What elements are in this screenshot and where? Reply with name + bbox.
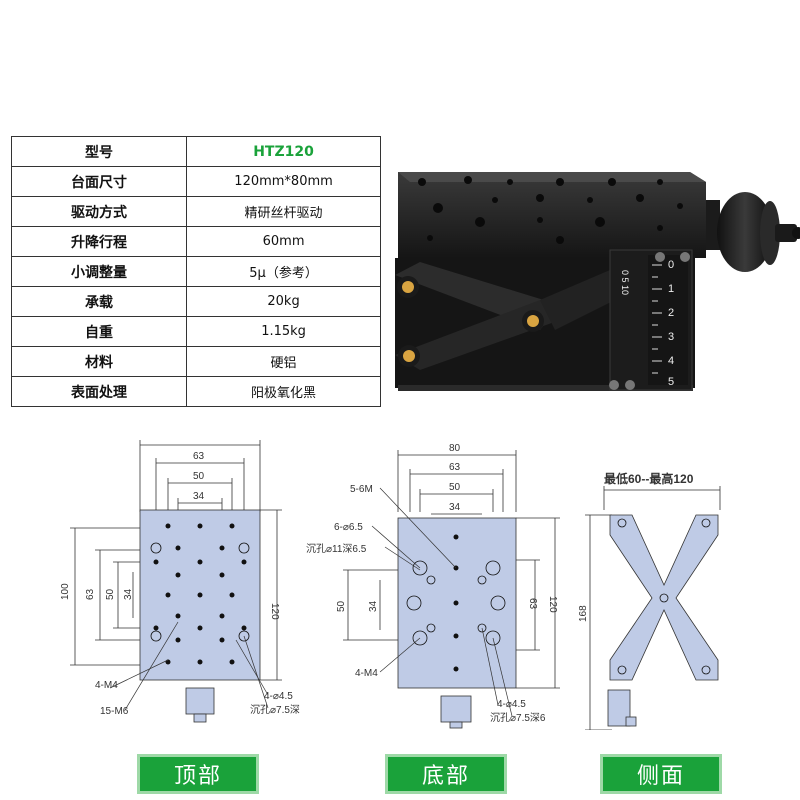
- spec-label: 小调整量: [10, 256, 188, 287]
- side-range-label: 最低60--最高120: [604, 471, 694, 486]
- spec-label: 材料: [10, 346, 188, 377]
- bottom-dim-34: 34: [449, 502, 461, 513]
- side-view-drawing: 最低60--最高120 168: [578, 471, 721, 730]
- top-dim-34v: 34: [123, 588, 134, 600]
- bottom-dim-63: 63: [449, 462, 461, 473]
- top-dim-100: 100: [60, 583, 71, 600]
- spec-label: 型号: [10, 136, 188, 167]
- bottom-dim-80: 80: [449, 443, 461, 454]
- bottom-view-drawing: 80 63 50 34 50 34 63 120 5-6M 6-⌀6.5 沉孔⌀…: [306, 443, 560, 729]
- scale-mark: 2: [668, 307, 674, 319]
- scale-mark: 1: [668, 283, 674, 295]
- spec-value: 阳极氧化黑: [186, 376, 381, 407]
- spec-value: HTZ120: [186, 136, 381, 167]
- bottom-note-6m: 5-6M: [350, 484, 373, 495]
- bottom-view-button[interactable]: 底部: [388, 757, 504, 791]
- scale-mark: 4: [668, 355, 674, 367]
- spec-value: 60mm: [186, 226, 381, 257]
- scale-mark: 3: [668, 331, 674, 343]
- bottom-note-counterbore75: 沉孔⌀7.5深6: [490, 711, 546, 724]
- bottom-dim-63v: 63: [527, 598, 538, 610]
- spec-label: 承载: [10, 286, 188, 317]
- top-dim-34: 34: [193, 491, 205, 502]
- top-dim-80: 80: [193, 440, 205, 443]
- bottom-dim-50v: 50: [336, 600, 347, 612]
- spec-value: 5μ（参考）: [186, 256, 381, 287]
- spec-value: 硬铝: [186, 346, 381, 377]
- spec-label: 表面处理: [10, 376, 188, 407]
- top-note-m4: 4-M4: [95, 680, 118, 691]
- spec-row: 表面处理阳极氧化黑: [10, 376, 381, 407]
- top-note-counterbore: 沉孔⌀7.5深6: [250, 703, 300, 716]
- bottom-dim-34v: 34: [368, 600, 379, 612]
- top-note-hole: 4-⌀4.5: [264, 691, 293, 702]
- bottom-note-m4: 4-M4: [355, 668, 378, 679]
- top-view-button[interactable]: 顶部: [140, 757, 256, 791]
- spec-value: 精研丝杆驱动: [186, 196, 381, 227]
- bottom-dim-120: 120: [547, 596, 558, 613]
- spec-label: 驱动方式: [10, 196, 188, 227]
- scale-mark: 0: [668, 259, 674, 271]
- top-dim-63v: 63: [85, 588, 96, 600]
- bottom-note-counterbore11: 沉孔⌀11深6.5: [306, 542, 367, 555]
- top-dim-120: 120: [269, 603, 280, 620]
- spec-row: 驱动方式精研丝杆驱动: [10, 196, 381, 227]
- bottom-note-hole45: 4-⌀4.5: [497, 699, 526, 710]
- spec-label: 台面尺寸: [10, 166, 188, 197]
- top-view-drawing: 80 63 50 34 100 63 50 34 120 4-M4 15-M6 …: [60, 440, 300, 723]
- top-note-m6: 15-M6: [100, 706, 129, 717]
- side-view-button[interactable]: 侧面: [603, 757, 719, 791]
- scale-mark: 5: [668, 376, 674, 388]
- spec-row: 材料硬铝: [10, 346, 381, 377]
- product-photo: 0 1 2 3 4 5 0 5 10: [395, 172, 800, 391]
- vernier-scale: 0 5 10: [620, 270, 630, 295]
- spec-value: 1.15kg: [186, 316, 381, 347]
- bottom-note-hole65: 6-⌀6.5: [334, 522, 363, 533]
- top-dim-50v: 50: [105, 588, 116, 600]
- spec-value: 120mm*80mm: [186, 166, 381, 197]
- side-dim-168: 168: [578, 605, 589, 622]
- top-dim-50: 50: [193, 471, 205, 482]
- top-dim-63: 63: [193, 451, 205, 462]
- spec-label: 升降行程: [10, 226, 188, 257]
- spec-value: 20kg: [186, 286, 381, 317]
- spec-label: 自重: [10, 316, 188, 347]
- bottom-dim-50: 50: [449, 482, 461, 493]
